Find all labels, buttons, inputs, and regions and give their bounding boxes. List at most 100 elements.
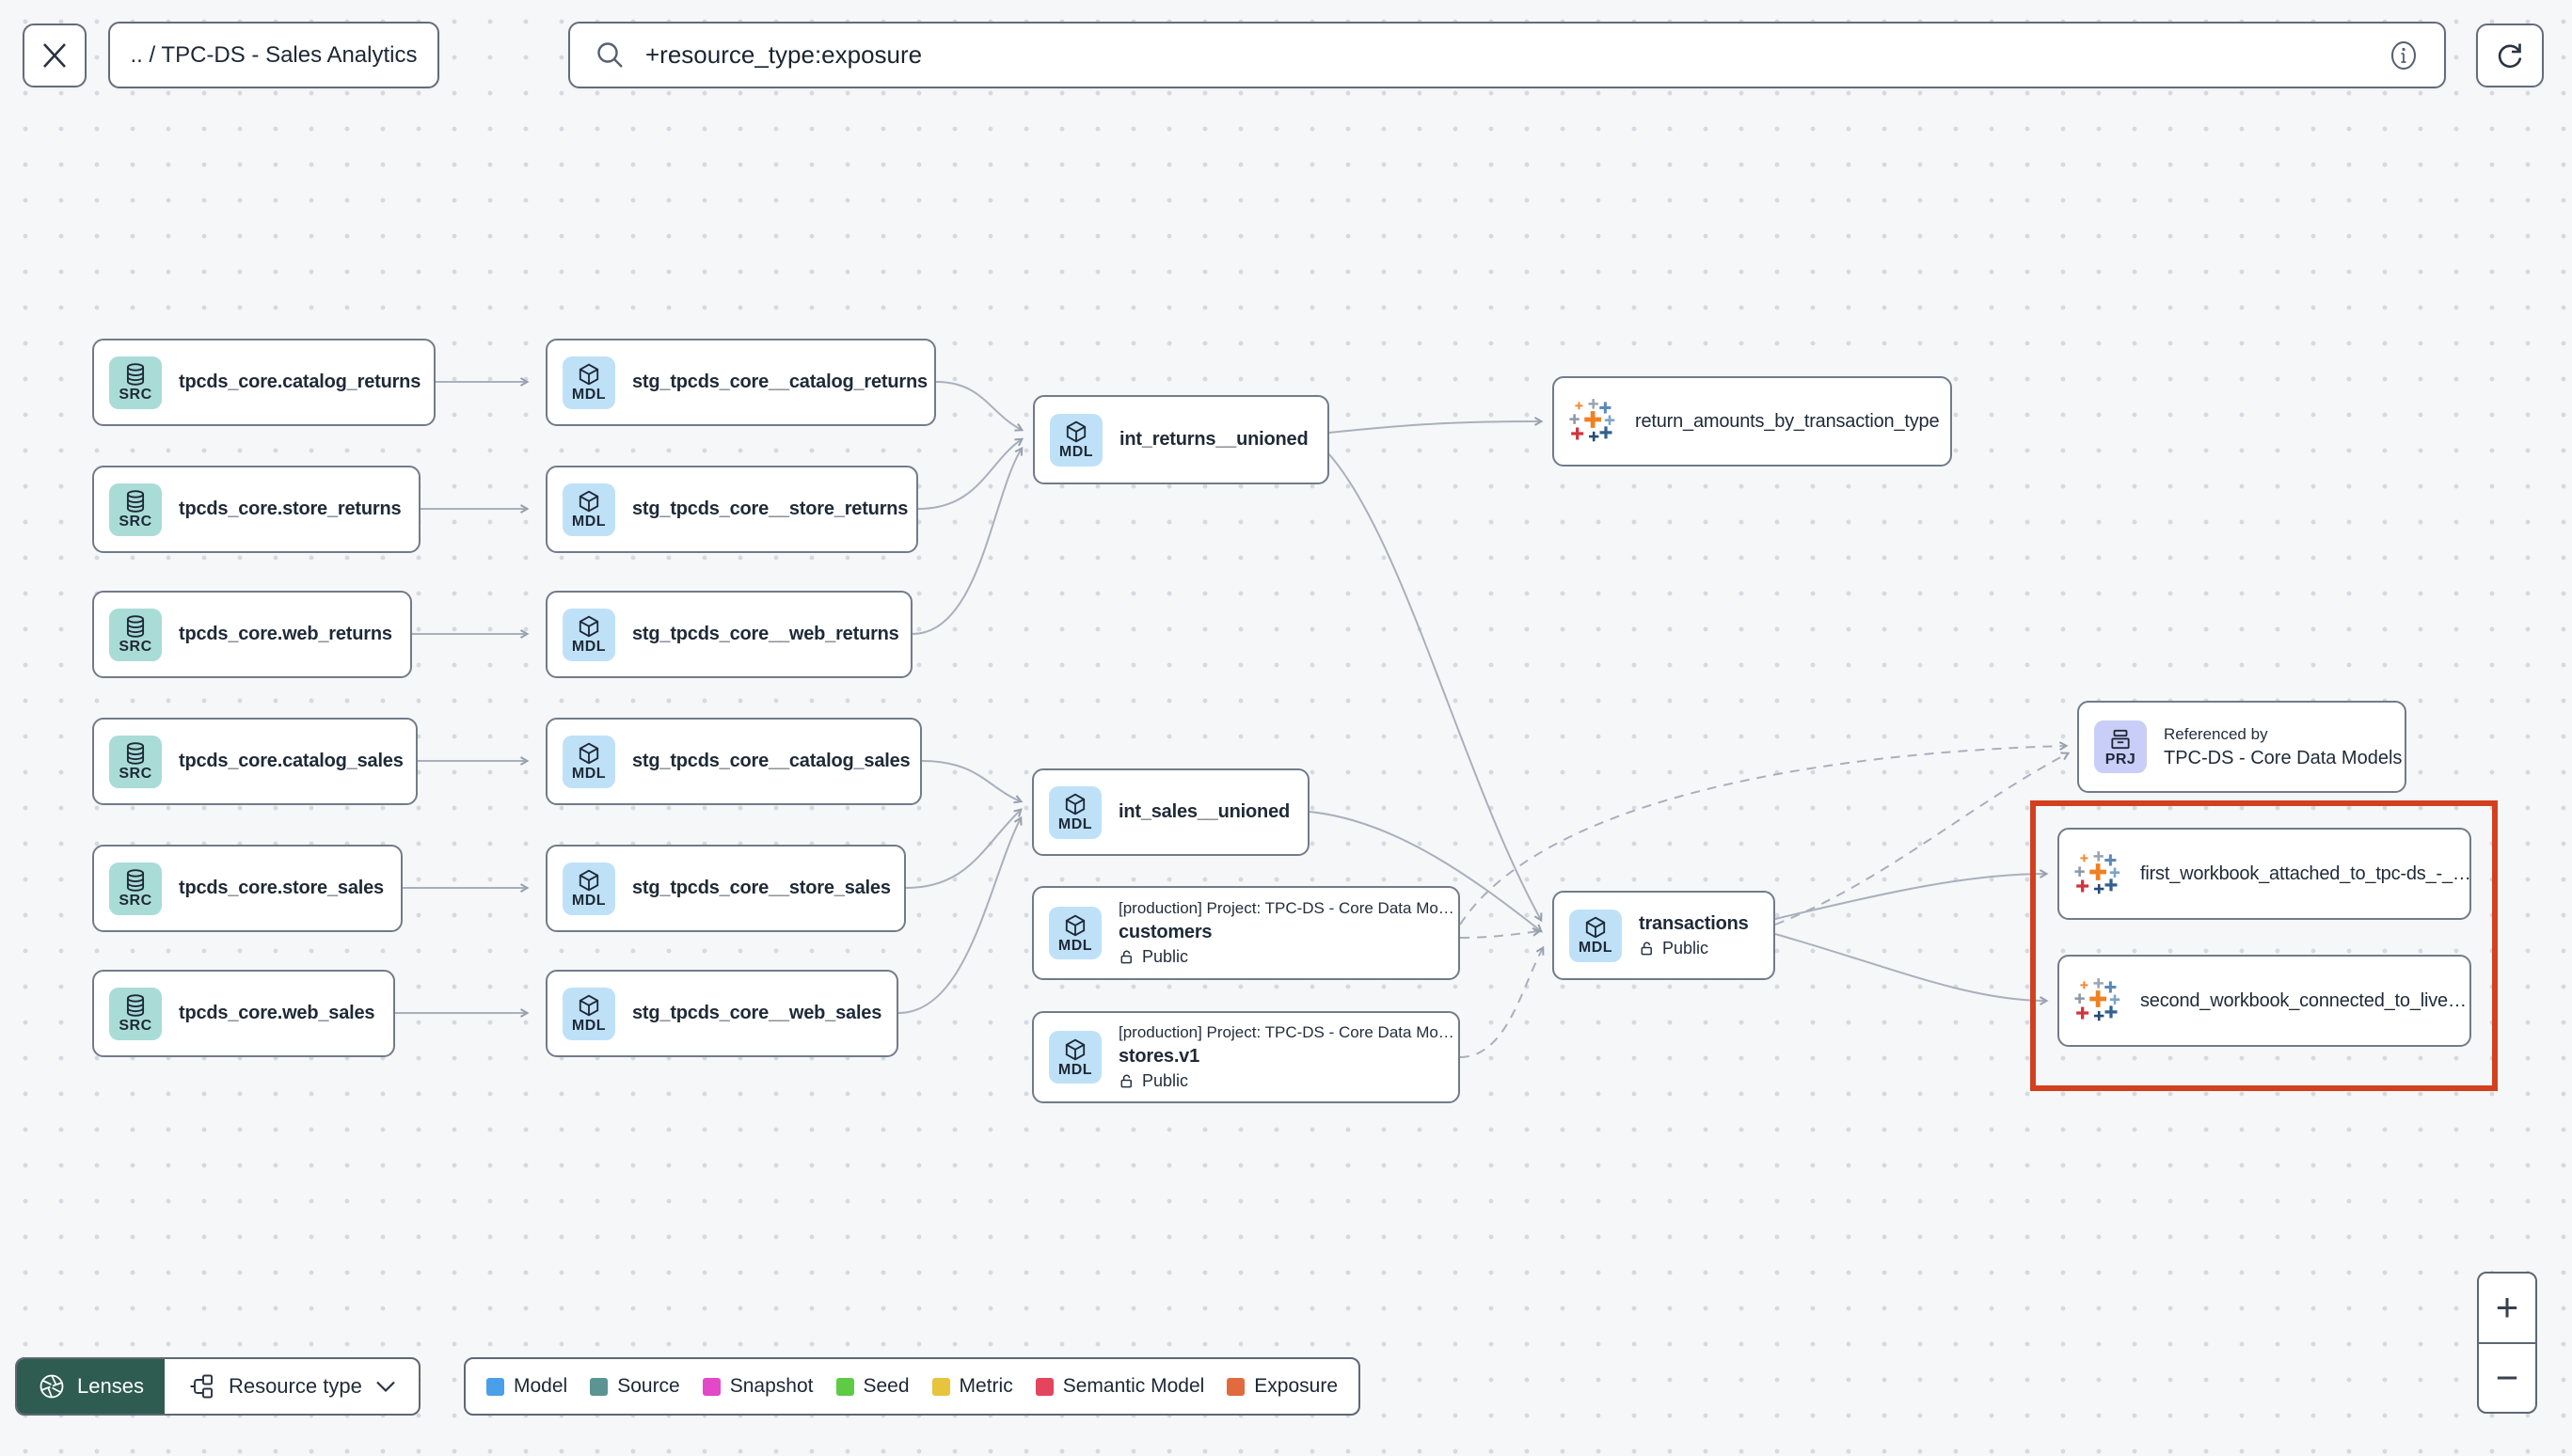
hierarchy-icon [190, 1374, 213, 1399]
unlock-icon [1120, 950, 1132, 964]
source-badge: SRC [109, 735, 162, 788]
resource-type-legend: Model Source Snapshot Seed Metric Semant… [464, 1357, 1361, 1416]
referenced-by-title: Referenced by [2164, 724, 2268, 743]
cube-icon [1065, 793, 1086, 815]
legend-item-source: Source [590, 1375, 680, 1398]
legend-item-semantic-model: Semantic Model [1035, 1375, 1204, 1398]
node-model-stg-store-returns[interactable]: MDL stg_tpcds_core__store_returns [546, 466, 918, 553]
lenses-label: Lenses [77, 1374, 144, 1398]
lens-selector-label: Resource type [228, 1374, 362, 1398]
info-icon[interactable] [2388, 40, 2420, 71]
unlock-icon [1120, 1074, 1132, 1088]
model-badge: MDL [563, 987, 615, 1040]
node-model-stores-v1[interactable]: MDL [production] Project: TPC-DS - Core … [1032, 1011, 1460, 1103]
database-icon [126, 869, 145, 892]
node-model-stg-catalog-returns[interactable]: MDL stg_tpcds_core__catalog_returns [546, 339, 936, 426]
cube-icon [579, 363, 599, 386]
lenses-button[interactable]: Lenses [17, 1359, 165, 1414]
node-source-web-sales[interactable]: SRC tpcds_core.web_sales [92, 970, 395, 1057]
node-model-stg-web-returns[interactable]: MDL stg_tpcds_core__web_returns [546, 591, 913, 678]
project-line: [production] Project: TPC-DS - Core Data… [1119, 1023, 1454, 1041]
node-model-customers[interactable]: MDL [production] Project: TPC-DS - Core … [1032, 886, 1460, 980]
close-icon [43, 43, 66, 68]
zoom-in-button[interactable]: + [2479, 1274, 2535, 1344]
project-line: [production] Project: TPC-DS - Core Data… [1119, 899, 1454, 917]
node-label: int_sales__unioned [1119, 801, 1291, 822]
node-label: second_workbook_connected_to_live… [2140, 989, 2467, 1011]
project-badge: PRJ [2094, 720, 2147, 773]
node-label: tpcds_core.web_returns [179, 624, 392, 644]
node-label: return_amounts_by_transaction_type [1635, 410, 1940, 432]
zoom-out-button[interactable]: − [2495, 1354, 2519, 1400]
metric-color-chip [931, 1377, 950, 1396]
node-exposure-first-workbook[interactable]: first_workbook_attached_to_tpc-ds_-_… [2057, 828, 2471, 920]
snapshot-color-chip [702, 1377, 721, 1396]
source-badge: SRC [109, 483, 162, 536]
lens-selector-resource-type[interactable]: Resource type [165, 1359, 419, 1414]
lens-controls: Lenses Resource type [15, 1357, 421, 1416]
model-badge: MDL [563, 483, 615, 536]
model-badge: MDL [1049, 907, 1102, 959]
breadcrumb[interactable]: .. / TPC-DS - Sales Analytics [108, 22, 439, 88]
node-model-int-sales-unioned[interactable]: MDL int_sales__unioned [1032, 768, 1310, 856]
node-model-stg-catalog-sales[interactable]: MDL stg_tpcds_core__catalog_sales [546, 718, 922, 805]
database-icon [126, 742, 145, 765]
model-badge: MDL [1050, 413, 1103, 467]
node-label: tpcds_core.web_sales [179, 1003, 375, 1023]
legend-item-seed: Seed [835, 1375, 910, 1398]
model-badge: MDL [1049, 1031, 1102, 1084]
model-badge: MDL [563, 356, 615, 409]
drawers-icon [2111, 729, 2130, 749]
model-badge: MDL [563, 608, 615, 661]
legend-item-metric: Metric [931, 1375, 1013, 1398]
search-input[interactable] [645, 40, 2369, 70]
node-source-catalog-returns[interactable]: SRC tpcds_core.catalog_returns [92, 339, 436, 426]
cube-icon [1065, 914, 1086, 936]
node-label: int_returns__unioned [1119, 429, 1309, 450]
cube-icon [579, 994, 599, 1017]
node-label: stores.v1 [1119, 1046, 1200, 1067]
model-badge: MDL [1569, 909, 1622, 962]
node-source-web-returns[interactable]: SRC tpcds_core.web_returns [92, 591, 412, 678]
access-line: Public [1119, 947, 1454, 967]
model-badge: MDL [563, 735, 615, 788]
node-label: customers [1119, 922, 1213, 942]
node-model-stg-web-sales[interactable]: MDL stg_tpcds_core__web_sales [546, 970, 898, 1057]
cube-icon [1066, 420, 1087, 443]
node-label: TPC-DS - Core Data Models [2164, 747, 2403, 768]
node-model-stg-store-sales[interactable]: MDL stg_tpcds_core__store_sales [546, 845, 906, 932]
node-model-int-returns-unioned[interactable]: MDL int_returns__unioned [1033, 395, 1329, 484]
tableau-icon [2074, 851, 2120, 894]
tableau-icon [1569, 399, 1615, 442]
node-label: stg_tpcds_core__web_sales [632, 1003, 882, 1023]
node-label: tpcds_core.catalog_returns [179, 372, 421, 392]
tableau-icon [2074, 978, 2120, 1021]
node-label: stg_tpcds_core__web_returns [632, 624, 899, 644]
source-badge: SRC [109, 987, 162, 1040]
exposure-color-chip [1227, 1377, 1246, 1396]
node-label: stg_tpcds_core__catalog_sales [632, 751, 911, 771]
database-icon [126, 363, 145, 386]
cube-icon [1065, 1038, 1086, 1060]
node-label: stg_tpcds_core__catalog_returns [632, 372, 928, 392]
database-icon [126, 615, 145, 638]
node-source-catalog-sales[interactable]: SRC tpcds_core.catalog_sales [92, 718, 418, 805]
search-bar[interactable] [568, 22, 2446, 88]
close-button[interactable] [23, 24, 87, 87]
node-referenced-by-project[interactable]: PRJ Referenced by TPC-DS - Core Data Mod… [2077, 701, 2406, 793]
node-exposure-return-amounts[interactable]: return_amounts_by_transaction_type [1552, 376, 1952, 467]
refresh-button[interactable] [2476, 24, 2544, 87]
node-source-store-sales[interactable]: SRC tpcds_core.store_sales [92, 845, 403, 932]
source-color-chip [590, 1377, 609, 1396]
node-exposure-second-workbook[interactable]: second_workbook_connected_to_live… [2057, 955, 2471, 1047]
node-label: tpcds_core.store_returns [179, 499, 402, 519]
model-color-chip [486, 1377, 504, 1396]
breadcrumb-label: .. / TPC-DS - Sales Analytics [130, 41, 418, 68]
cube-icon [1585, 916, 1606, 939]
node-label: tpcds_core.catalog_sales [179, 751, 404, 771]
source-badge: SRC [109, 356, 162, 409]
node-source-store-returns[interactable]: SRC tpcds_core.store_returns [92, 466, 421, 553]
node-model-transactions[interactable]: MDL transactions Public [1552, 891, 1775, 980]
